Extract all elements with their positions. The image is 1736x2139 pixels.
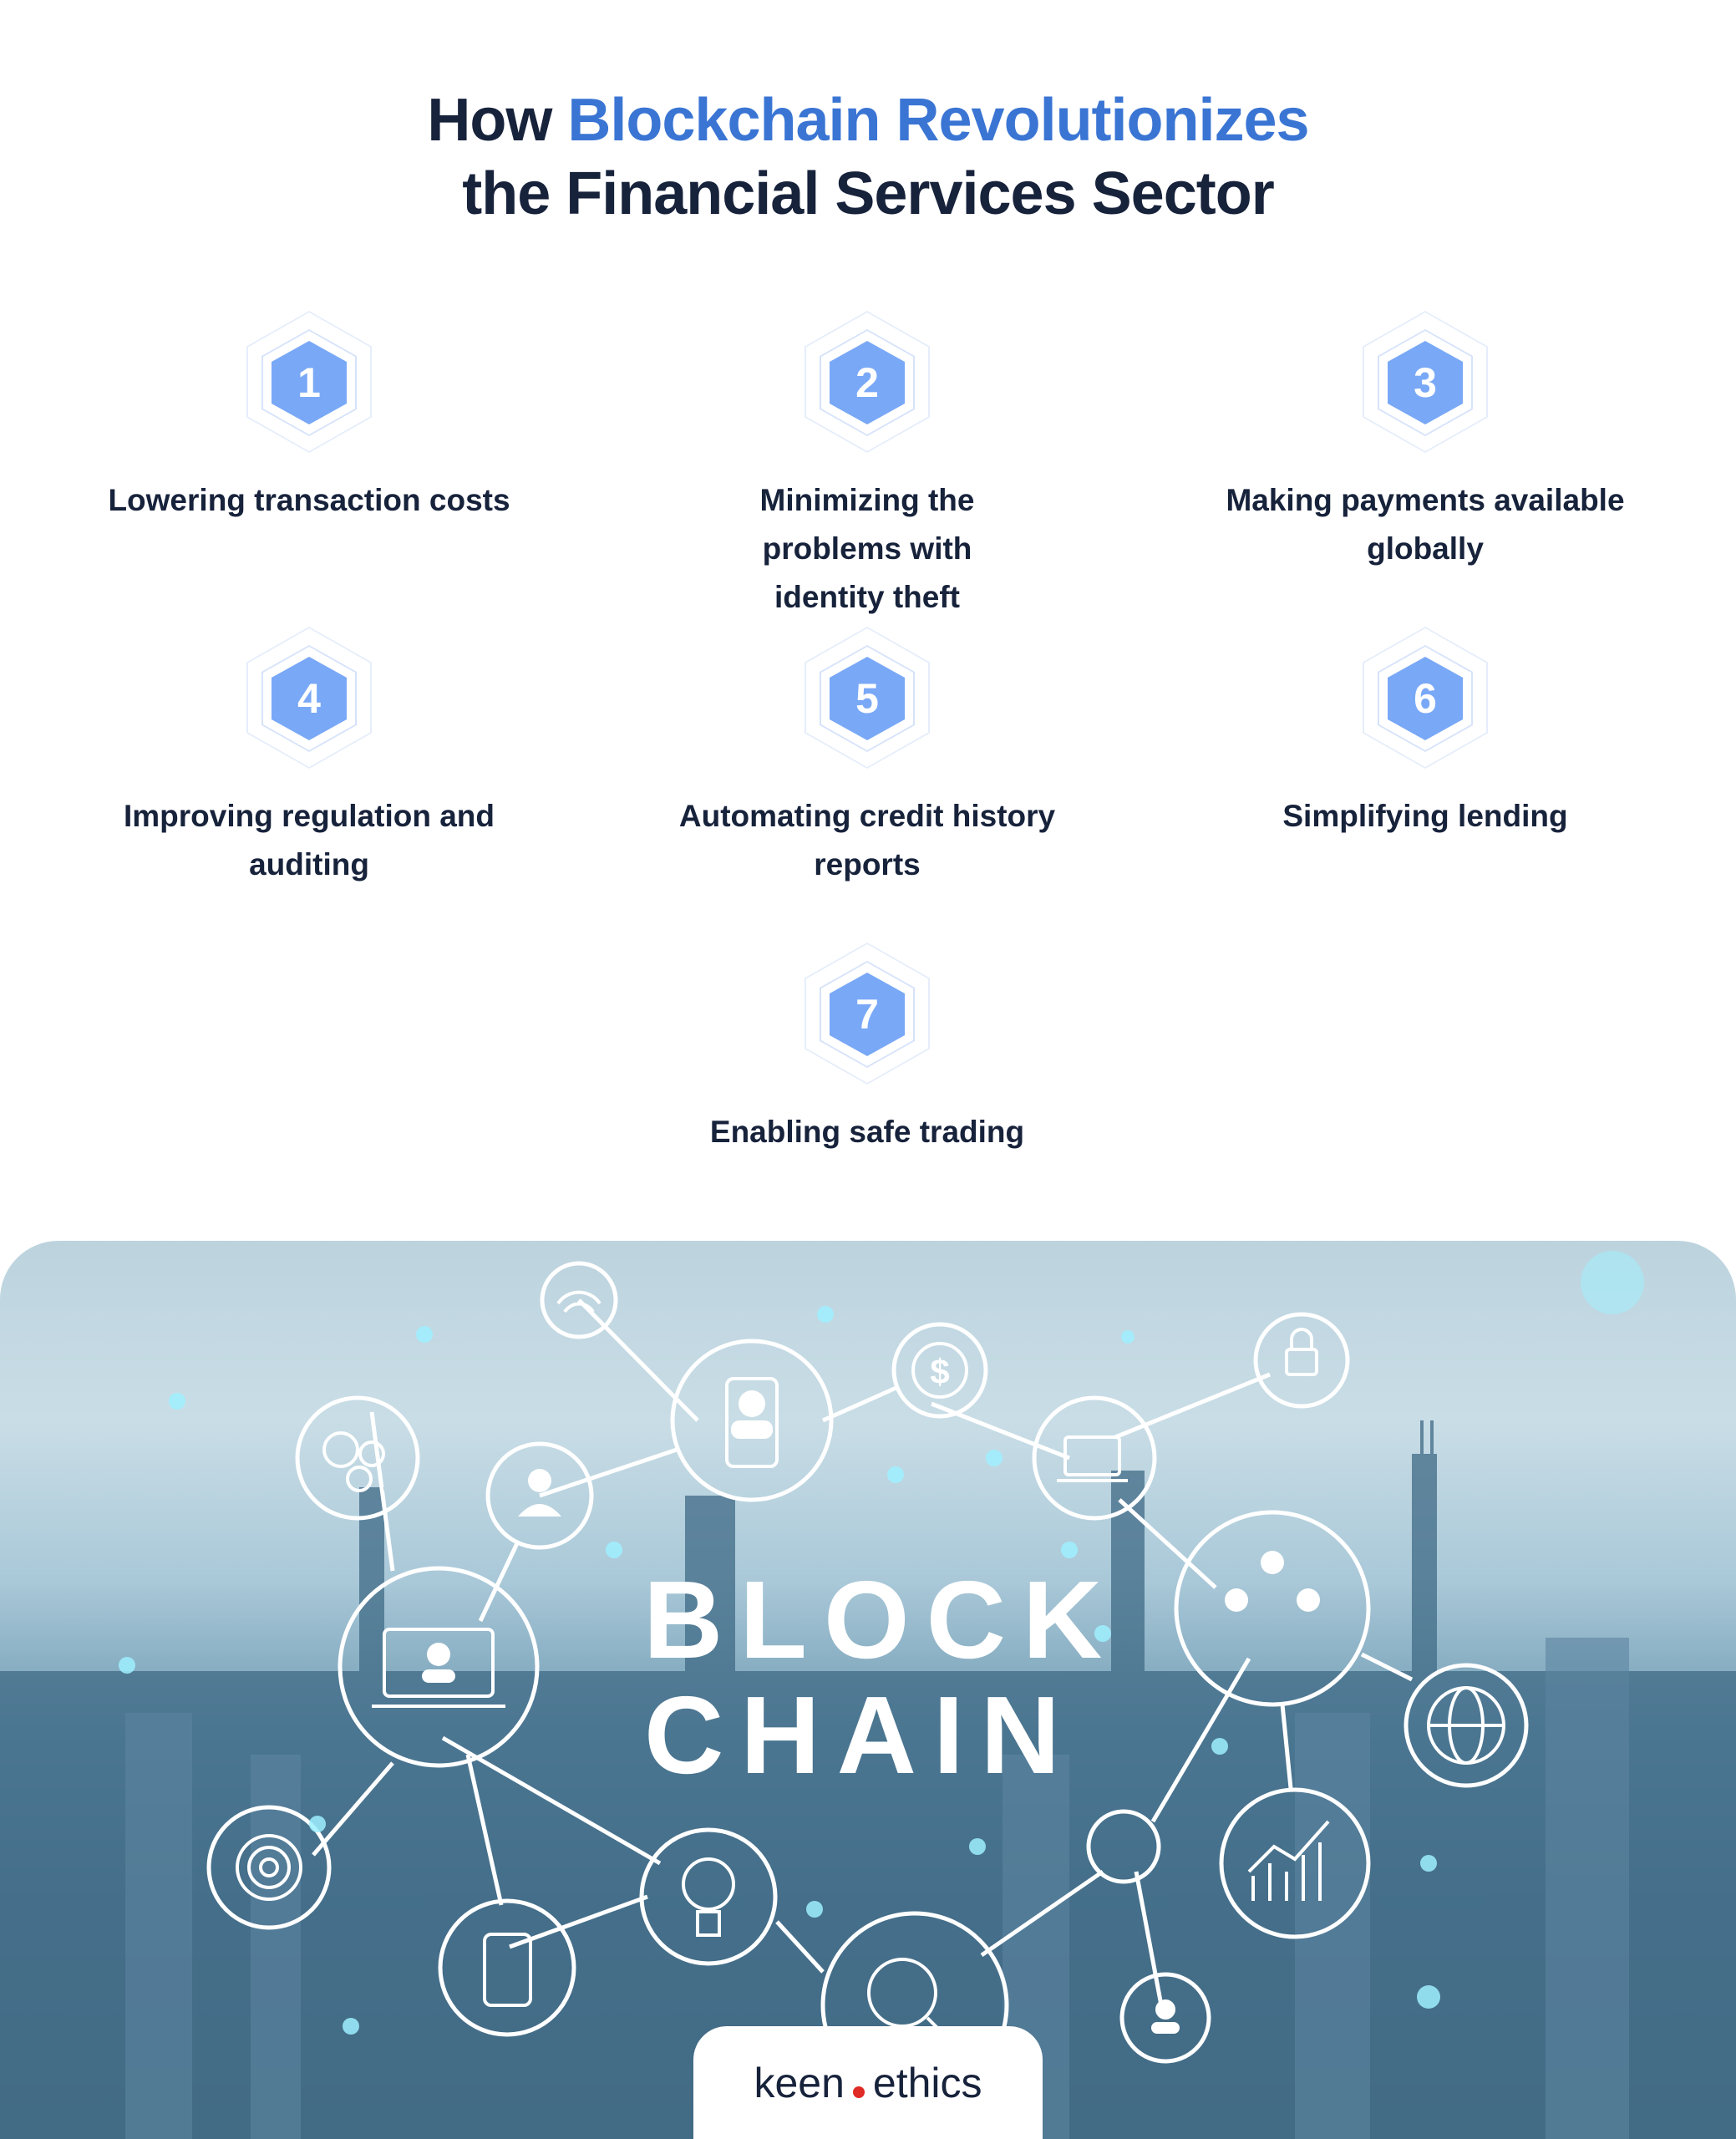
benefit-item-4: 4 Improving regulation and auditing — [58, 627, 560, 889]
gears-icon — [295, 1395, 420, 1521]
title-accent: Blockchain Revolutionizes — [567, 87, 1309, 154]
page-title: How Blockchain Revolutionizes the Financ… — [0, 84, 1736, 231]
item-number: 4 — [272, 657, 347, 740]
blockchain-city-image: $ BLOCK CHAIN — [0, 1241, 1736, 2139]
item-label: Automating credit history reports — [678, 799, 1056, 882]
lightbulb-icon — [639, 1827, 778, 1966]
hexagon-badge: 6 — [1363, 627, 1488, 769]
dollar-coin-icon — [891, 1322, 988, 1419]
logo-dot — [852, 2086, 865, 2099]
hexagon-badge: 2 — [805, 311, 930, 453]
item-number: 5 — [830, 657, 905, 740]
item-number: 6 — [1388, 657, 1463, 740]
hexagon-badge: 7 — [805, 942, 930, 1085]
benefit-item-7: 7 Enabling safe trading — [617, 942, 1118, 1156]
target-icon — [206, 1805, 332, 1930]
laptop-gear-icon — [1032, 1395, 1157, 1521]
item-label: Improving regulation and auditing — [123, 799, 495, 882]
benefit-item-2: 2 Minimizing the problems with identity … — [617, 311, 1118, 622]
laptop-user-icon — [338, 1566, 540, 1768]
item-label: Minimizing the problems with identity th… — [759, 483, 975, 614]
lock-icon — [1253, 1312, 1350, 1409]
item-label: Making payments available globally — [1226, 483, 1625, 566]
title-line-1: How Blockchain Revolutionizes — [427, 87, 1309, 154]
benefit-item-3: 3 Making payments available globally — [1175, 311, 1676, 573]
benefit-item-6: 6 Simplifying lending — [1175, 627, 1676, 841]
item-label: Simplifying lending — [1282, 799, 1568, 833]
globe-icon — [1404, 1663, 1529, 1788]
person-icon — [1119, 1972, 1211, 2064]
hexagon-badge: 1 — [246, 311, 372, 453]
item-label: Enabling safe trading — [709, 1115, 1025, 1149]
svg-text:$: $ — [930, 1352, 949, 1391]
benefit-item-5: 5 Automating credit history reports — [617, 627, 1118, 889]
phone-lock-icon — [438, 1898, 576, 2037]
hexagon-badge: 5 — [805, 627, 930, 769]
title-line-2: the Financial Services Sector — [462, 160, 1274, 227]
hexagon-badge: 3 — [1363, 311, 1488, 453]
wifi-icon — [540, 1261, 618, 1339]
smartphone-user-icon — [670, 1339, 834, 1502]
hexagon-badge: 4 — [246, 627, 372, 769]
growth-chart-icon — [1219, 1787, 1371, 1939]
padlock-icon — [1086, 1809, 1161, 1884]
benefit-item-1: 1 Lowering transaction costs — [58, 311, 560, 525]
blockchain-title: BLOCK CHAIN — [643, 1558, 1119, 1796]
user-icon — [485, 1441, 594, 1550]
team-icon — [1174, 1510, 1371, 1707]
item-label: Lowering transaction costs — [108, 483, 510, 517]
